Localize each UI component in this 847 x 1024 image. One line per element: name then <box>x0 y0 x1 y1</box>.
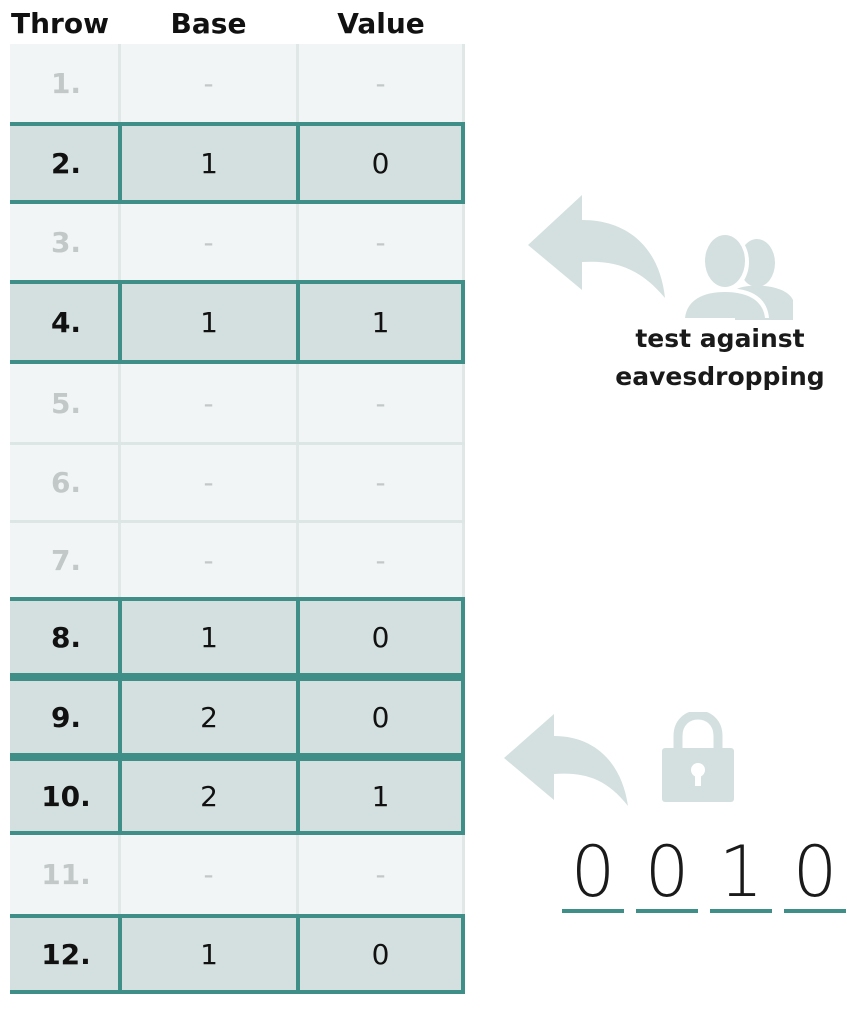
base-cell: - <box>118 204 296 280</box>
base-cell: - <box>118 44 296 122</box>
key-bit: 1 <box>718 831 764 913</box>
value-cell: 0 <box>296 681 465 753</box>
throw-number: 2. <box>50 146 82 180</box>
column-header-throw: Throw <box>11 7 109 40</box>
discarded-row: 1. -- <box>10 44 465 122</box>
curved-arrow-icon <box>504 714 628 806</box>
base-cell: 1 <box>118 918 296 990</box>
base-cell: - <box>118 364 296 442</box>
key-bit-underline <box>784 909 846 913</box>
users-icon <box>681 232 793 320</box>
key-bit: 0 <box>792 831 838 913</box>
value-cell: 1 <box>296 761 465 831</box>
discarded-row: 3. -- <box>10 204 465 280</box>
value-cell: 0 <box>296 126 465 200</box>
value-cell: - <box>296 44 465 122</box>
base-cell: - <box>118 445 296 520</box>
eavesdrop-label-line1: test against <box>635 324 805 353</box>
value-cell: 1 <box>296 284 465 360</box>
value-cell: - <box>296 364 465 442</box>
throw-number: 11. <box>41 858 91 891</box>
column-header-base: Base <box>170 7 247 40</box>
key-bit-underline <box>636 909 698 913</box>
throw-number: 7. <box>50 543 82 577</box>
throw-number: 10. <box>41 779 91 813</box>
value-cell: 0 <box>296 601 465 673</box>
throw-number: 8. <box>50 620 82 654</box>
base-cell: 1 <box>118 601 296 673</box>
key-bit-underline <box>562 909 624 913</box>
throw-number: 1. <box>50 66 82 100</box>
discarded-row: 5. -- <box>10 364 465 442</box>
base-cell: - <box>118 835 296 914</box>
throw-number: 3. <box>50 225 82 259</box>
base-cell: 2 <box>118 681 296 753</box>
throw-number: 5. <box>50 386 82 420</box>
discarded-row: 6. -- <box>10 442 465 520</box>
eavesdrop-label-line2: eavesdropping <box>615 362 825 391</box>
curved-arrow-icon <box>528 195 665 298</box>
base-cell: 2 <box>118 761 296 831</box>
column-header-value: Value <box>337 7 425 40</box>
discarded-row: 7. -- <box>10 520 465 597</box>
value-cell: 0 <box>296 918 465 990</box>
eavesdrop-label: test against eavesdropping <box>600 320 840 396</box>
key-bit: 0 <box>570 831 616 913</box>
base-cell: 1 <box>118 284 296 360</box>
key-bit-underline <box>710 909 772 913</box>
discarded-row: 11.-- <box>10 835 465 914</box>
key-bits: 0 0 1 0 <box>560 832 847 924</box>
lock-icon <box>662 712 734 802</box>
value-cell: - <box>296 523 465 597</box>
throw-number: 6. <box>50 466 82 499</box>
throw-number: 4. <box>50 305 82 339</box>
base-cell: - <box>118 523 296 597</box>
base-cell: 1 <box>118 126 296 200</box>
throw-number: 9. <box>50 700 82 734</box>
value-cell: - <box>296 204 465 280</box>
key-bit: 0 <box>644 831 690 913</box>
throw-number: 12. <box>41 937 91 971</box>
value-cell: - <box>296 445 465 520</box>
value-cell: - <box>296 835 465 914</box>
